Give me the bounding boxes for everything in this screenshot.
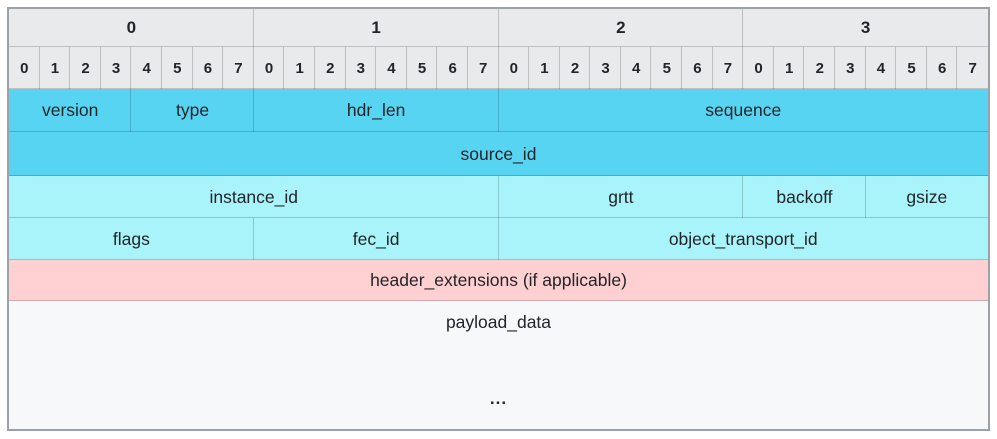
field-fec-id: fec_id: [253, 218, 499, 260]
bit-number: 5: [161, 47, 193, 89]
bit-number: 4: [131, 47, 162, 89]
bit-number: 5: [406, 47, 438, 89]
bit-number: 0: [9, 47, 40, 89]
bit-number: 2: [70, 47, 101, 89]
bit-number: 1: [284, 47, 315, 89]
packet-diagram-grid: 0 1 2 3 0 1 2 3 4 5 6 7 0 1 2 3 4 5 6 7 …: [9, 9, 988, 429]
bit-number: 4: [376, 47, 407, 89]
bit-number: 7: [467, 47, 499, 89]
field-backoff: backoff: [743, 176, 866, 218]
bit-number: 2: [559, 47, 591, 89]
field-header-extensions: header_extensions (if applicable): [9, 260, 988, 301]
bit-number: 5: [651, 47, 683, 89]
field-grtt: grtt: [498, 176, 744, 218]
byte-header-0: 0: [9, 9, 254, 47]
field-gsize: gsize: [865, 176, 988, 218]
bit-number: 5: [896, 47, 927, 89]
field-object-transport-id: object_transport_id: [498, 218, 988, 260]
bit-number: 1: [529, 47, 560, 89]
bit-number: 1: [39, 47, 71, 89]
field-version: version: [9, 89, 132, 132]
payload-ellipsis: ...: [489, 389, 508, 408]
bit-number: 7: [957, 47, 988, 89]
bit-number: 4: [865, 47, 897, 89]
byte-header-2: 2: [498, 9, 744, 47]
field-payload-data: payload_data ...: [9, 301, 988, 429]
bit-number: 2: [314, 47, 346, 89]
field-instance-id: instance_id: [9, 176, 499, 218]
bit-number: 3: [100, 47, 132, 89]
bit-number: 0: [743, 47, 774, 89]
bit-number: 4: [620, 47, 652, 89]
bit-number: 6: [437, 47, 468, 89]
bit-number: 7: [223, 47, 254, 89]
field-flags: flags: [9, 218, 254, 260]
bit-number: 6: [926, 47, 958, 89]
field-type: type: [131, 89, 254, 132]
field-hdr-len: hdr_len: [253, 89, 499, 132]
bit-number: 0: [253, 47, 285, 89]
bit-number: 7: [712, 47, 744, 89]
byte-header-3: 3: [743, 9, 988, 47]
bit-number: 6: [192, 47, 224, 89]
bit-number: 0: [498, 47, 530, 89]
bit-number: 2: [804, 47, 836, 89]
bit-number: 1: [773, 47, 805, 89]
bit-number: 3: [345, 47, 377, 89]
payload-data-label: payload_data: [445, 312, 552, 332]
byte-header-1: 1: [253, 9, 499, 47]
bit-number: 3: [835, 47, 866, 89]
packet-diagram-frame: 0 1 2 3 0 1 2 3 4 5 6 7 0 1 2 3 4 5 6 7 …: [7, 7, 990, 431]
field-source-id: source_id: [9, 132, 988, 176]
bit-number: 3: [590, 47, 621, 89]
field-sequence: sequence: [498, 89, 988, 132]
bit-number: 6: [682, 47, 713, 89]
